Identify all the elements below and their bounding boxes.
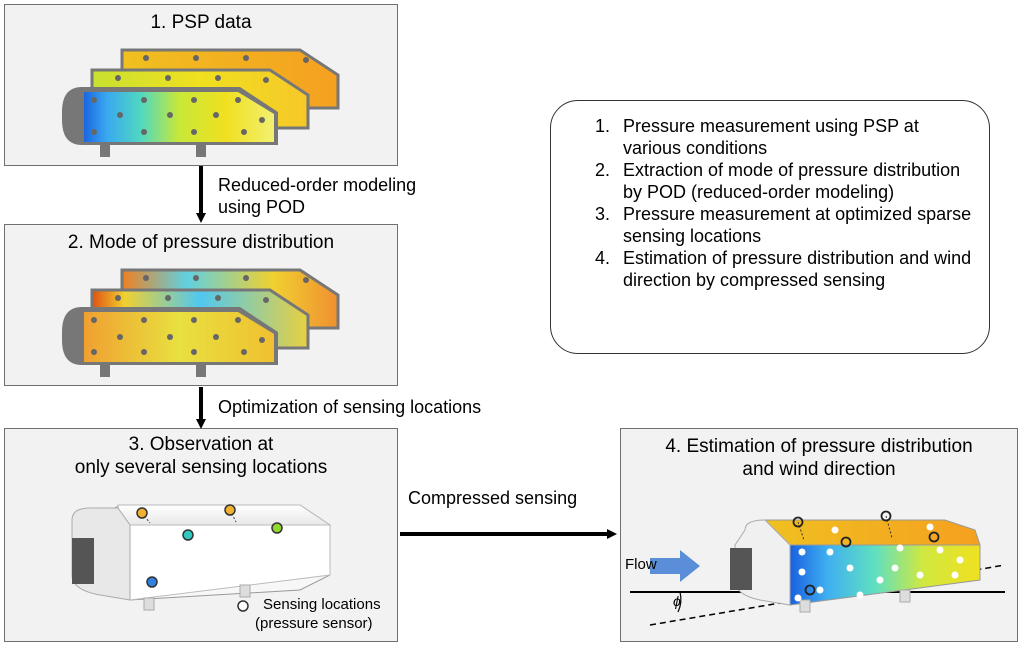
panel-observation-title-1: 3. Observation at: [128, 434, 274, 455]
steps-list: Pressure measurement using PSP at variou…: [551, 101, 989, 291]
panel-estimation-title-1: 4. Estimation of pressure distribution: [665, 436, 973, 457]
step-3: Pressure measurement at optimized sparse…: [615, 203, 973, 247]
step-4: Estimation of pressure distribution and …: [615, 247, 973, 291]
angle-label: ϕ: [673, 593, 681, 609]
step-1: Pressure measurement using PSP at variou…: [615, 115, 973, 159]
arrow-label-reduced-order-1: Reduced-order modeling: [218, 175, 417, 195]
step-2: Extraction of mode of pressure distribut…: [615, 159, 973, 203]
legend-label-1: Sensing locations: [263, 596, 381, 613]
arrow-label-optimization: Optimization of sensing locations: [218, 397, 482, 417]
panel-observation-title-2: only several sensing locations: [74, 457, 328, 478]
legend-label-2: (pressure sensor): [255, 615, 373, 632]
panel-estimation-title-2: and wind direction: [742, 459, 896, 480]
panel-mode-title: 2. Mode of pressure distribution: [67, 232, 335, 253]
panel-psp-data-title: 1. PSP data: [150, 12, 252, 33]
steps-box: Pressure measurement using PSP at variou…: [550, 100, 990, 354]
arrow-label-reduced-order-2: using POD: [218, 197, 306, 217]
flow-label: Flow: [625, 556, 657, 573]
arrow-label-compressed-sensing: Compressed sensing: [408, 488, 578, 508]
